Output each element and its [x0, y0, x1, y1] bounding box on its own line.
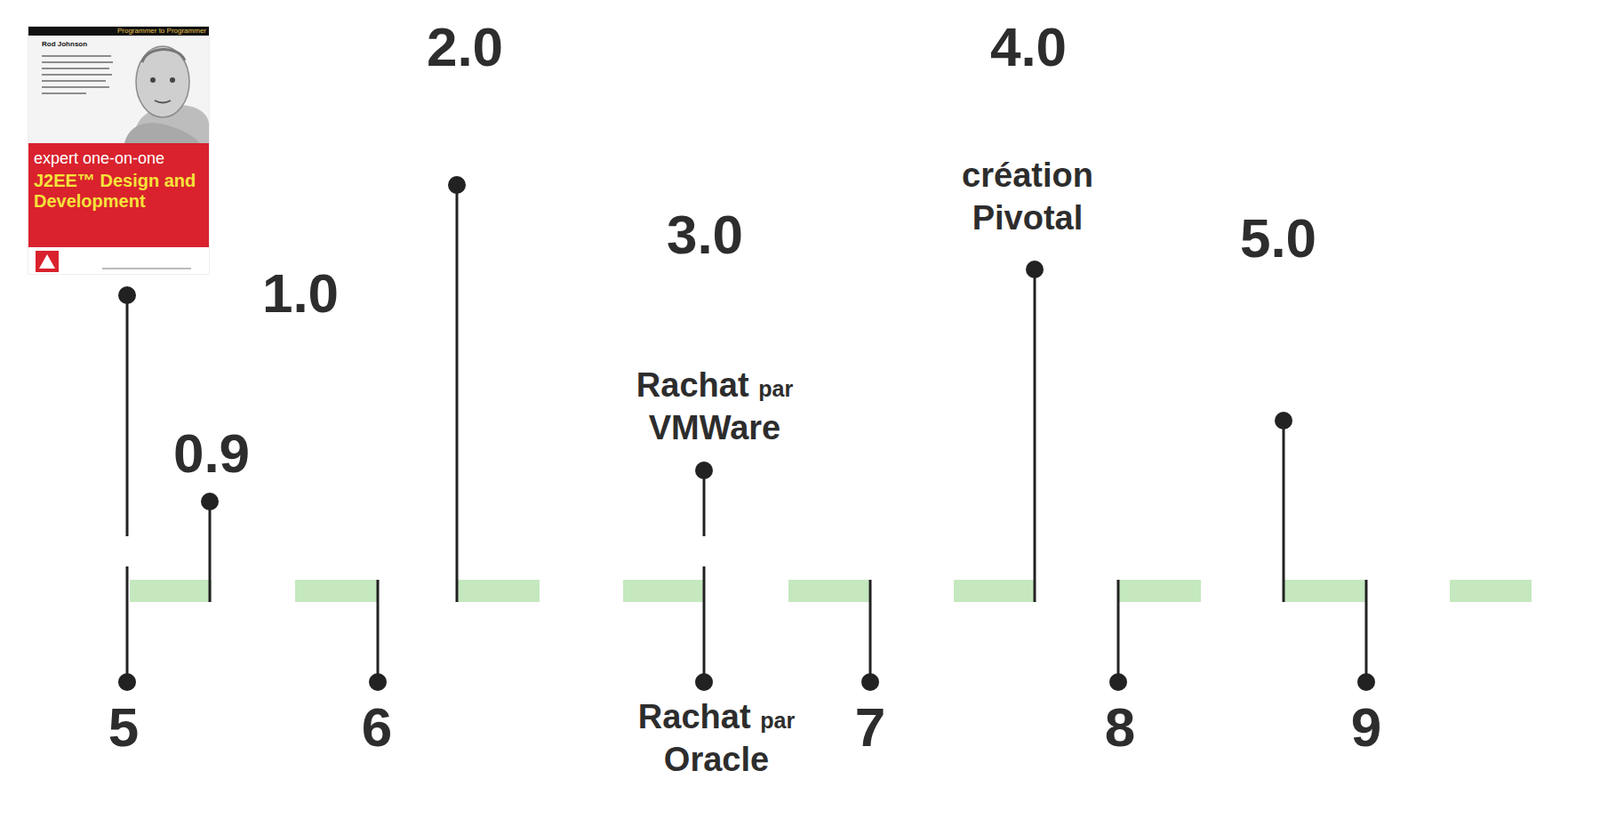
label-word: création — [961, 156, 1094, 194]
book-series: Programmer to Programmer — [106, 27, 207, 35]
label-word: par — [758, 376, 793, 401]
java-version: 7 — [855, 699, 886, 755]
version-number: 5.0 — [1240, 210, 1317, 266]
event-stems — [127, 184, 1367, 682]
label-space — [751, 697, 761, 736]
book-cover — [28, 26, 209, 274]
book-author: Rod Johnson — [41, 40, 122, 48]
label-word: Rachat — [638, 697, 752, 736]
book-subtitle: expert one-on-one — [33, 150, 203, 167]
label-word: Oracle — [664, 740, 769, 778]
event-dots — [118, 176, 1376, 691]
year-bands — [129, 579, 1532, 602]
event-label: création Pivotal — [961, 153, 1094, 240]
version-number: 1.0 — [262, 265, 339, 321]
version-number: 2.0 — [426, 19, 504, 75]
label-word: par — [760, 707, 795, 733]
version-number: 3.0 — [666, 207, 744, 263]
java-version: 5 — [108, 699, 139, 755]
label-word: VMWare — [648, 408, 782, 447]
java-version: 8 — [1104, 699, 1136, 755]
label-word: Rachat — [636, 366, 750, 404]
version-number: 0.9 — [173, 425, 250, 481]
label-word: Pivotal — [972, 199, 1084, 237]
java-version: 9 — [1351, 699, 1382, 755]
label-space — [749, 366, 760, 404]
java-version: 6 — [361, 699, 392, 755]
version-number: 4.0 — [990, 19, 1067, 75]
book-title: J2EE™ Design and Development — [33, 170, 205, 212]
event-label: Rachat par VMWare — [636, 363, 793, 450]
event-label: Rachat par Oracle — [638, 695, 795, 782]
